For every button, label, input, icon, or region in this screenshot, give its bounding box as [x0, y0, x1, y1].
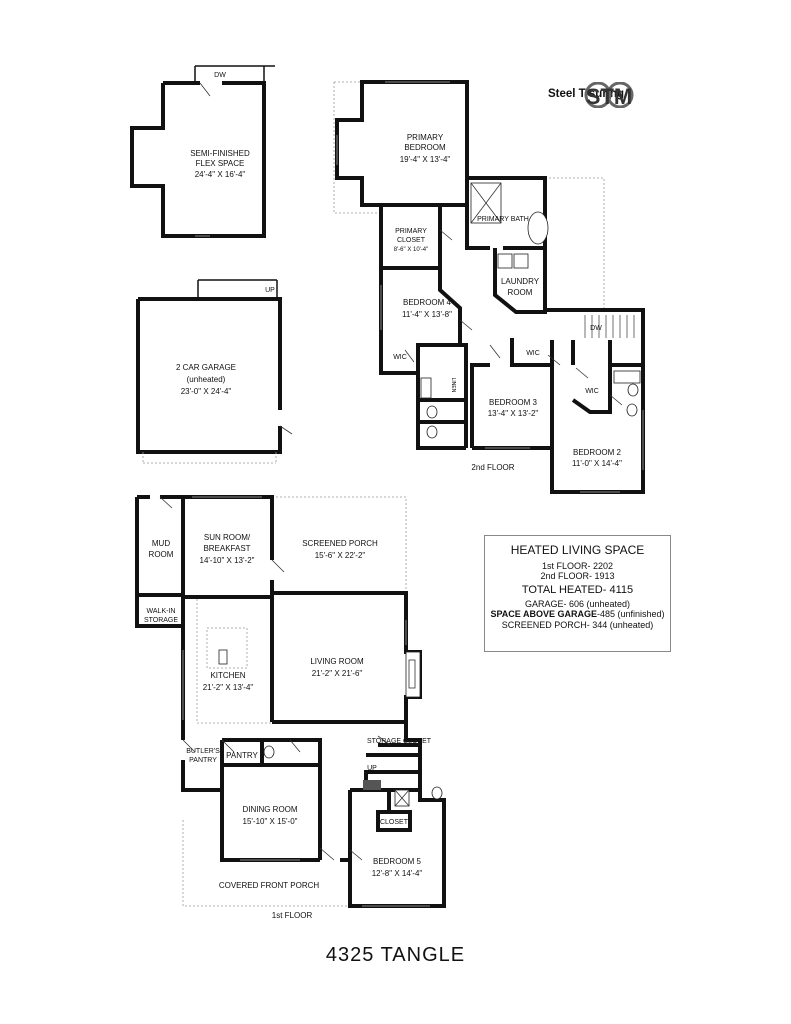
- sun-dim: 14'-10" X 13'-2": [200, 556, 255, 565]
- pantry-label: PANTRY: [226, 751, 258, 760]
- bed3-dim: 13'-4" X 13'-2": [488, 409, 539, 418]
- legend-space-above-label: SPACE ABOVE GARAGE: [490, 609, 597, 620]
- closet-label: CLOSET: [380, 819, 409, 826]
- linen-label: LINEN: [450, 378, 456, 393]
- primary-closet-2: CLOSET: [397, 237, 426, 244]
- up-label-garage: UP: [265, 287, 275, 294]
- kitchen-name: KITCHEN: [210, 671, 245, 680]
- second-floor-label: 2nd FLOOR: [471, 463, 514, 472]
- wic-label-bed2: WIC: [585, 388, 599, 395]
- stm-logo-mark: STM: [584, 82, 634, 108]
- svg-text:STM: STM: [586, 84, 632, 108]
- first-floor-label: 1st FLOOR: [272, 911, 313, 920]
- legend-total: TOTAL HEATED- 4115: [521, 584, 634, 597]
- walkin-1: WALK-IN: [147, 608, 176, 615]
- company-logo: Steel T suring STM: [548, 82, 678, 108]
- legend-garage: GARAGE- 606 (unheated): [524, 599, 631, 610]
- dw-label-upper: DW: [590, 325, 602, 332]
- flex-dim: 24'-4" X 16'-4": [195, 170, 246, 179]
- sun-1: SUN ROOM/: [204, 533, 251, 542]
- dining-dim: 15'-10" X 15'-0": [243, 817, 298, 826]
- legend-second-floor: 2nd FLOOR- 1913: [540, 571, 615, 582]
- legend-space-above: SPACE ABOVE GARAGE-485 (unfinished): [485, 609, 670, 619]
- legend-screened: SCREENED PORCH- 344 (unheated): [501, 619, 654, 630]
- area-legend: HEATED LIVING SPACE 1st FLOOR- 2202 2nd …: [484, 535, 671, 652]
- bed4-dim: 11'-4" X 13'-8": [402, 310, 452, 319]
- primary-bed-name-1: PRIMARY: [407, 133, 444, 142]
- primary-closet-1: PRIMARY: [395, 228, 427, 235]
- walkin-2: STORAGE: [144, 617, 178, 624]
- butler-1: BUTLER'S: [186, 748, 220, 755]
- primary-bed-dim: 19'-4" X 13'-4": [400, 155, 451, 164]
- kitchen-dim: 21'-2" X 13'-4": [203, 683, 254, 692]
- primary-bath-label: PRIMARY BATH: [477, 216, 529, 223]
- dining-name: DINING ROOM: [242, 805, 297, 814]
- sun-2: BREAKFAST: [203, 544, 250, 553]
- bed5-name: BEDROOM 5: [373, 857, 422, 866]
- page-title: 4325 TANGLE: [325, 944, 466, 966]
- bed5-dim: 12'-8" X 14'-4": [372, 869, 423, 878]
- living-name: LIVING ROOM: [310, 657, 364, 666]
- flex-name-2: FLEX SPACE: [196, 159, 245, 168]
- wic-label-bed4: WIC: [393, 354, 407, 361]
- mud-2: ROOM: [149, 550, 174, 559]
- garage-name: 2 CAR GARAGE: [176, 363, 236, 372]
- primary-closet-dim: 8'-6" X 10'-4": [394, 247, 429, 253]
- bed3-name: BEDROOM 3: [489, 398, 538, 407]
- garage-dim: 23'-0" X 24'-4": [181, 387, 232, 396]
- storage-closet-label: STORAGE CLOSET: [367, 738, 432, 745]
- mud-1: MUD: [152, 539, 170, 548]
- up-label-stair: UP: [367, 765, 377, 772]
- legend-heading: HEATED LIVING SPACE: [510, 543, 645, 557]
- flex-name-1: SEMI-FINISHED: [190, 149, 250, 158]
- garage-note: (unheated): [187, 375, 226, 384]
- porch-name: SCREENED PORCH: [302, 539, 378, 548]
- legend-space-above-value: -485 (unfinished): [596, 609, 665, 620]
- second-floor: PRIMARY BEDROOM 19'-4" X 13'-4" PRIMARY …: [333, 80, 645, 494]
- primary-bed-name-2: BEDROOM: [404, 143, 446, 152]
- bed2-dim: 11'-0" X 14'-4": [572, 459, 622, 468]
- first-floor: MUD ROOM WALK-IN STORAGE SUN ROOM/ BREAK…: [135, 495, 446, 920]
- bed2-name: BEDROOM 2: [573, 448, 622, 457]
- legend-first-floor: 1st FLOOR- 2202: [541, 560, 614, 571]
- porch-dim: 15'-6" X 22'-2": [315, 551, 366, 560]
- dw-label: DW: [214, 72, 226, 79]
- living-dim: 21'-2" X 21'-6": [312, 669, 363, 678]
- wic-label-bed3: WIC: [526, 350, 540, 357]
- front-porch-label: COVERED FRONT PORCH: [219, 881, 320, 890]
- bed4-name: BEDROOM 4: [403, 298, 452, 307]
- laundry-1: LAUNDRY: [501, 277, 540, 286]
- butler-2: PANTRY: [189, 757, 217, 764]
- flex-space: DW SEMI-FINISHED FLEX SPACE 24'-4" X 16'…: [130, 65, 275, 238]
- garage: UP 2 CAR GARAGE (unheated) 23'-0" X 24'-…: [136, 279, 293, 464]
- laundry-2: ROOM: [508, 288, 533, 297]
